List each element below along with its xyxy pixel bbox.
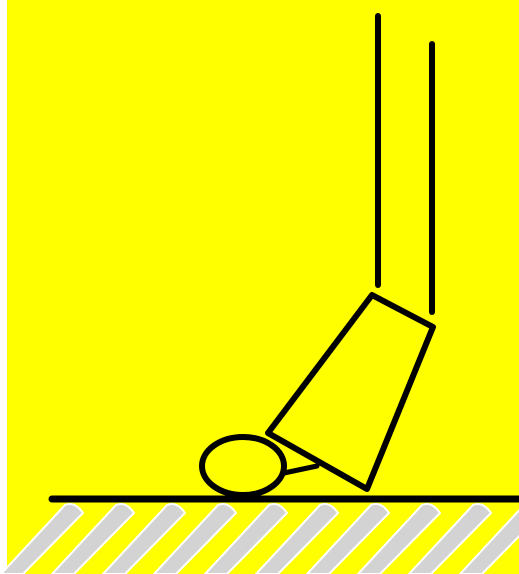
golf-ball-body	[202, 437, 284, 495]
